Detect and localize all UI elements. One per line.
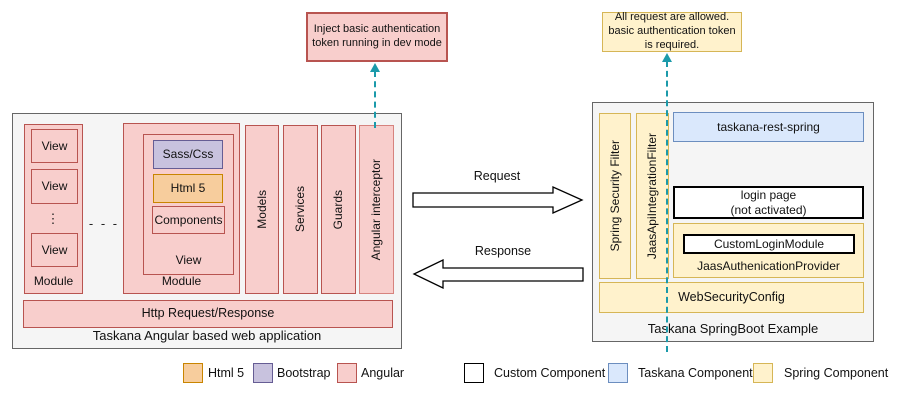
models-label: Models	[254, 190, 269, 229]
legend-item-taskana-component: Taskana Component	[608, 362, 753, 383]
legend-item-spring-component: Spring Component	[753, 362, 888, 383]
components-box: Components	[152, 206, 225, 234]
angular-interceptor-label: Angular interceptor	[369, 158, 383, 261]
guards-label: Guards	[331, 189, 345, 230]
legend-item-html5: Html 5	[183, 362, 244, 383]
legend-item-bootstrap: Bootstrap	[253, 362, 331, 383]
services-pillar: Services	[283, 125, 318, 294]
login-page-box: login page (not activated)	[673, 186, 864, 219]
right-connector-arrowhead-icon	[662, 53, 672, 62]
custom-login-module-box: CustomLoginModule	[683, 234, 855, 254]
sass-css-box: Sass/Css	[153, 140, 223, 169]
view-label: View	[175, 253, 202, 267]
jaas-authentication-provider-label: JaasAuthenicationProvider	[697, 259, 840, 273]
module-label: Module	[161, 274, 202, 288]
spring-component-swatch-icon	[753, 362, 773, 383]
taskana-component-swatch-icon	[608, 362, 628, 383]
login-page-line1: login page	[740, 187, 797, 202]
spring-security-filter-pillar: Spring Security Filter	[599, 113, 631, 279]
taskana-rest-spring-box: taskana-rest-spring	[673, 112, 864, 142]
jaas-api-integration-filter-pillar: JaasApiIntegrationFilter	[636, 113, 669, 279]
vertical-ellipsis: ⋮	[46, 210, 60, 226]
right-dashed-connector	[666, 61, 668, 352]
dev-mode-note: Inject basic authentication token runnin…	[306, 12, 448, 62]
http-request-response-bar: Http Request/Response	[23, 300, 393, 328]
horizontal-ellipsis: - - -	[88, 215, 120, 231]
legend-label: Angular	[361, 365, 405, 380]
legend-item-custom-component: Custom Component	[464, 362, 605, 383]
angular-swatch-icon	[337, 362, 357, 383]
html5-swatch-icon	[183, 362, 203, 383]
login-page-line2: (not activated)	[730, 202, 807, 217]
response-label: Response	[474, 244, 532, 258]
models-pillar: Models	[245, 125, 279, 294]
legend-label: Bootstrap	[277, 365, 331, 380]
left-connector-arrowhead-icon	[370, 63, 380, 72]
view-box: View	[31, 169, 78, 204]
angular-app-title: Taskana Angular based web application	[92, 328, 322, 343]
legend-label: Spring Component	[784, 365, 889, 380]
spring-security-filter-label: Spring Security Filter	[607, 140, 622, 252]
left-dashed-connector	[374, 71, 376, 128]
angular-app-container: View View ⋮ View Module - - - Sass/Css H…	[12, 113, 402, 349]
auth-required-note: All request are allowed. basic authentic…	[602, 11, 742, 52]
request-label: Request	[473, 169, 521, 183]
custom-component-swatch-icon	[464, 362, 484, 383]
response-arrow	[412, 259, 584, 289]
angular-interceptor-pillar: Angular interceptor	[359, 125, 394, 294]
module-box-2: Sass/Css Html 5 Components View Module	[123, 123, 240, 294]
legend-label: Html 5	[208, 365, 245, 380]
view-container: Sass/Css Html 5 Components View	[143, 134, 234, 275]
bootstrap-swatch-icon	[253, 362, 273, 383]
web-security-config-box: WebSecurityConfig	[599, 282, 864, 313]
view-box: View	[31, 233, 78, 267]
legend-label: Custom Component	[494, 365, 606, 380]
springboot-title: Taskana SpringBoot Example	[647, 321, 819, 336]
view-box: View	[31, 129, 78, 163]
springboot-container: Spring Security Filter JaasApiIntegratio…	[592, 102, 874, 342]
module-box-1: View View ⋮ View Module	[24, 124, 83, 294]
jaas-authentication-provider-box: CustomLoginModule JaasAuthenicationProvi…	[673, 223, 864, 278]
services-label: Services	[293, 186, 307, 233]
jaas-api-integration-filter-label: JaasApiIntegrationFilter	[645, 132, 659, 260]
legend-item-angular: Angular	[337, 362, 404, 383]
guards-pillar: Guards	[321, 125, 356, 294]
request-arrow	[412, 186, 584, 214]
module-label: Module	[33, 274, 74, 288]
legend-label: Taskana Component	[638, 365, 753, 380]
html5-box: Html 5	[153, 174, 223, 203]
